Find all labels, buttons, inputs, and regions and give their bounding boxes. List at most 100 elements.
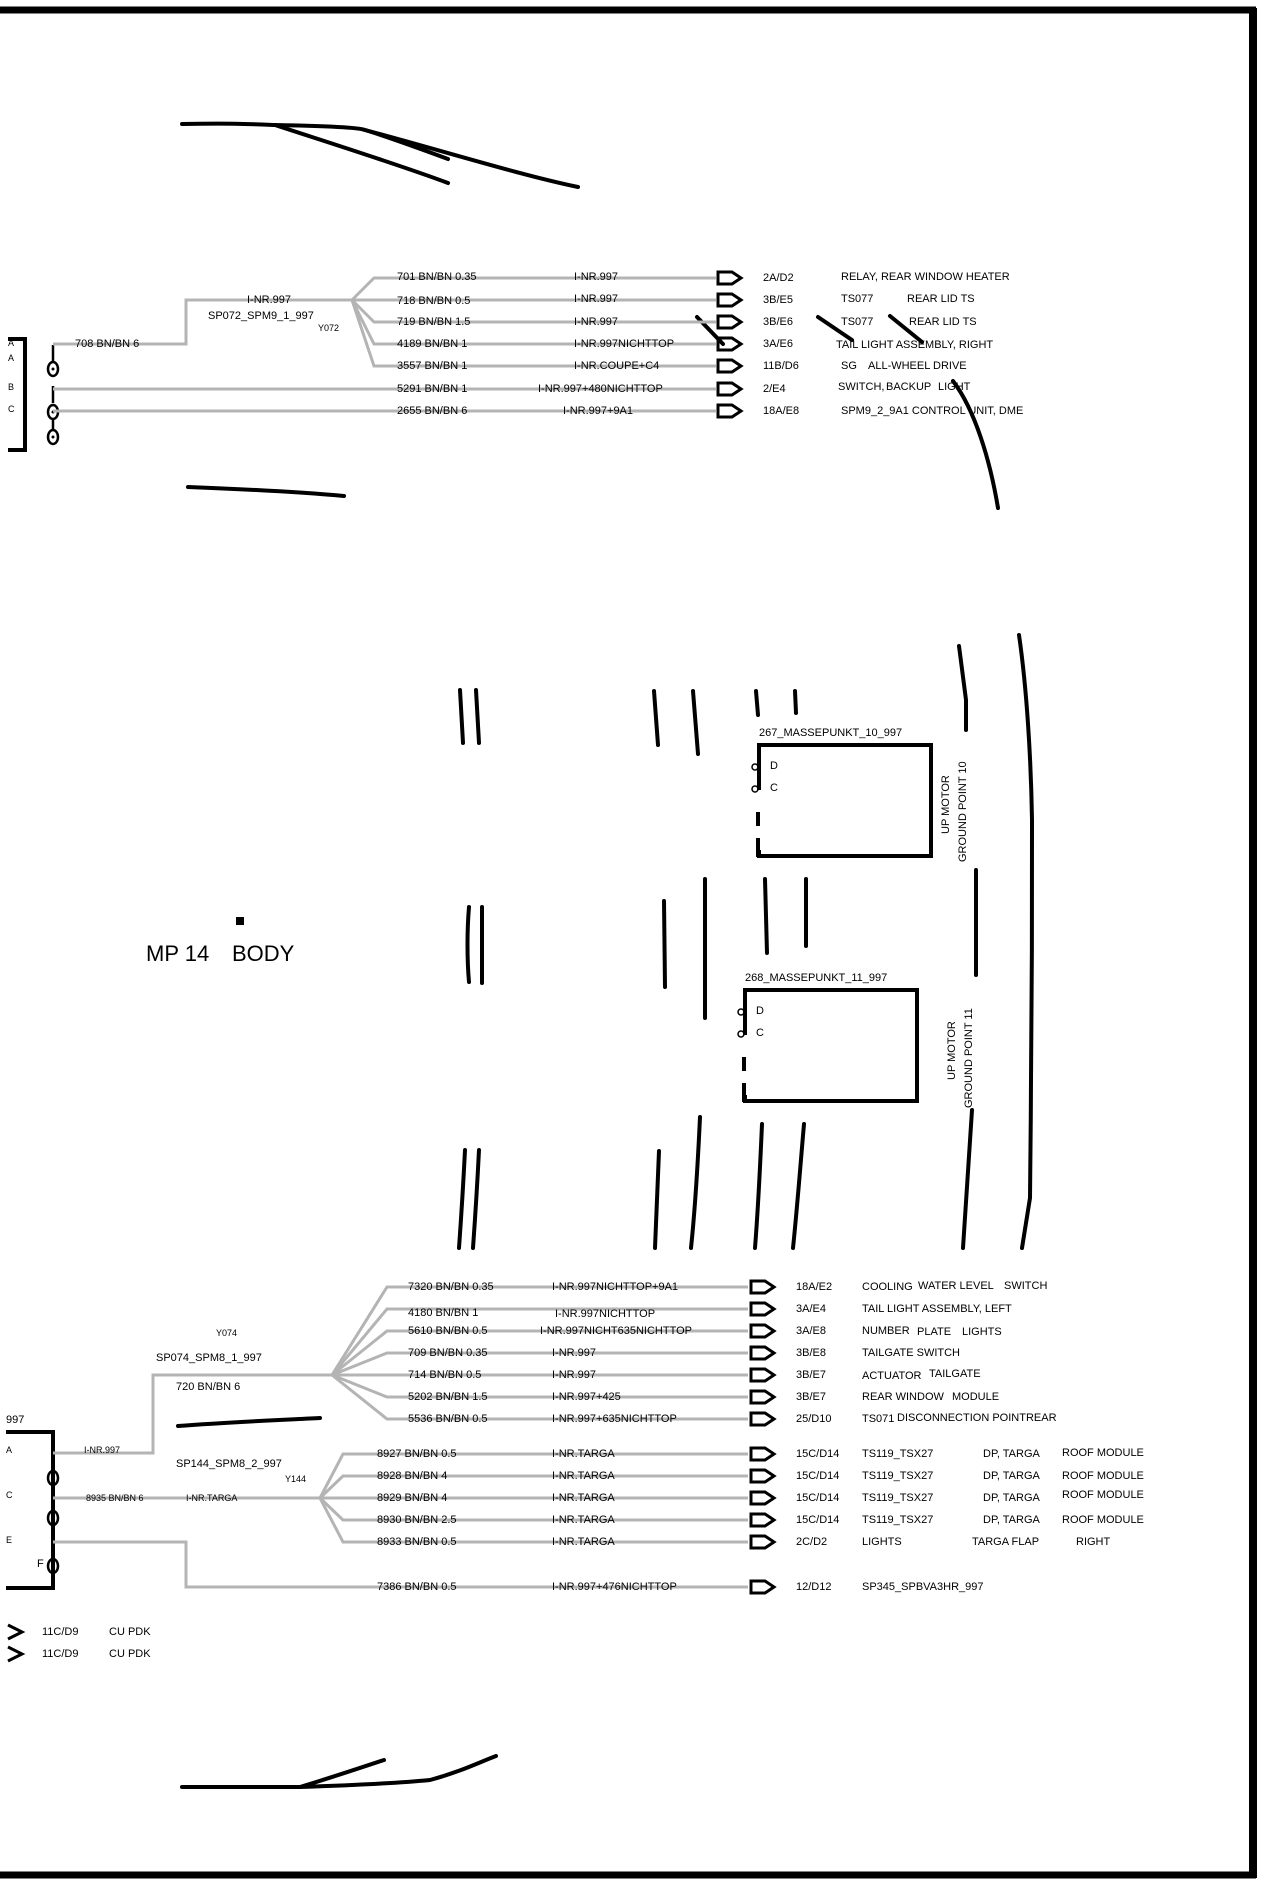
- wire-label: 7320 BN/BN 0.35: [408, 1281, 494, 1293]
- wire-condition: I-NR.997+425: [552, 1391, 621, 1403]
- edge-ref-desc: CU PDK: [109, 1626, 151, 1638]
- wire-desc: TAIL LIGHT ASSEMBLY, RIGHT: [836, 339, 993, 351]
- wire-condition: I-NR.997NICHTTOP: [574, 338, 674, 350]
- wire-desc: DP, TARGA: [983, 1470, 1041, 1482]
- wire-label: 8929 BN/BN 4: [377, 1492, 447, 1504]
- wire-ref: 2/E4: [763, 383, 786, 395]
- splice-a-feed: 720 BN/BN 6: [176, 1381, 240, 1393]
- wire-label: 5536 BN/BN 0.5: [408, 1413, 488, 1425]
- edge-ref-desc: CU PDK: [109, 1648, 151, 1660]
- wire-label: 2655 BN/BN 6: [397, 405, 467, 417]
- top-connector-pin: B: [8, 382, 14, 392]
- wire-condition: I-NR.TARGA: [552, 1492, 615, 1504]
- wire-desc: DP, TARGA: [983, 1492, 1041, 1504]
- bottom-group: 997 A C E F I-NR.997 Y074 SP074_SPM8_1_9…: [6, 1279, 1144, 1595]
- wire-condition: I-NR.TARGA: [552, 1536, 615, 1548]
- wire-condition: I-NR.997: [574, 271, 618, 283]
- wire-desc: SWITCH: [1004, 1280, 1047, 1292]
- ground-point-10-pin-c: C: [770, 782, 778, 794]
- wire-ref: 18A/E2: [796, 1281, 832, 1293]
- top-connector-pin: A: [8, 338, 14, 348]
- wire-ref: 3B/E7: [796, 1391, 826, 1403]
- splice-a-id: Y074: [216, 1328, 237, 1338]
- page-label-body: BODY: [232, 941, 295, 966]
- wire-condition: I-NR.997+635NICHTTOP: [552, 1413, 677, 1425]
- wire-label: 709 BN/BN 0.35: [408, 1347, 488, 1359]
- wire-label: 5291 BN/BN 1: [397, 383, 467, 395]
- wire-desc: TAILGATE SWITCH: [862, 1347, 960, 1359]
- wire-ref: 3A/E4: [796, 1303, 826, 1315]
- wire-ref: 3B/E8: [796, 1347, 826, 1359]
- wire-ref: 18A/E8: [763, 405, 799, 417]
- wire-desc: ROOF MODULE: [1062, 1489, 1144, 1501]
- wire-desc: MODULE: [952, 1391, 999, 1403]
- wire-condition: I-NR.997+476NICHTTOP: [552, 1581, 677, 1593]
- wire-desc: LIGHT: [938, 381, 971, 393]
- wire-label: 5202 BN/BN 1.5: [408, 1391, 488, 1403]
- wire-desc: SWITCH,: [838, 381, 884, 393]
- wire-desc: RELAY, REAR WINDOW HEATER: [841, 271, 1010, 283]
- splice-b-name: SP144_SPM8_2_997: [176, 1458, 282, 1470]
- ground-point-11-name: 268_MASSEPUNKT_11_997: [745, 972, 887, 984]
- wire-desc: REAR LID TS: [907, 293, 975, 305]
- wire-ref: 12/D12: [796, 1581, 831, 1593]
- wire-ref: 15C/D14: [796, 1514, 839, 1526]
- edge-refs: 11C/D9 CU PDK 11C/D9 CU PDK: [7, 1623, 151, 1663]
- bottom-connector-pin: F: [37, 1558, 44, 1570]
- bottom-connector-pin: C: [6, 1490, 13, 1500]
- wire-desc: ROOF MODULE: [1062, 1514, 1144, 1526]
- wire-desc: TS119_TSX27: [862, 1448, 933, 1460]
- wire-condition: I-NR.997+480NICHTTOP: [538, 383, 663, 395]
- splice-b-id: Y144: [285, 1474, 306, 1484]
- ground-point-10-label-b: GROUND POINT 10: [957, 761, 969, 862]
- wire-desc: ROOF MODULE: [1062, 1447, 1144, 1459]
- wire-condition: I-NR.997NICHTTOP+9A1: [552, 1281, 678, 1293]
- top-splice-id: Y072: [318, 323, 339, 333]
- wire-ref: 2A/D2: [763, 272, 794, 284]
- wire-condition: I-NR.997: [574, 316, 618, 328]
- wire-desc: DP, TARGA: [983, 1448, 1041, 1460]
- wire-label: 718 BN/BN 0.5: [397, 295, 470, 307]
- wire-label: 8933 BN/BN 0.5: [377, 1536, 457, 1548]
- wire-label: 4180 BN/BN 1: [408, 1307, 478, 1319]
- wire-ref: 25/D10: [796, 1413, 831, 1425]
- wire-condition: I-NR.997NICHTTOP: [555, 1308, 655, 1320]
- ground-point-10-label-a: UP MOTOR: [940, 775, 952, 834]
- wire-desc: WATER LEVEL: [918, 1280, 994, 1292]
- top-splice-name: SP072_SPM9_1_997: [208, 310, 314, 322]
- wire-ref: 15C/D14: [796, 1492, 839, 1504]
- wire-desc: DISCONNECTION POINTREAR: [897, 1412, 1057, 1424]
- artwork-strokes: [176, 121, 1035, 1789]
- wire-condition: I-NR.997: [574, 293, 618, 305]
- wire-desc: TS077: [841, 293, 873, 305]
- ground-point-11: 268_MASSEPUNKT_11_997 D C UP MOTOR GROUN…: [737, 972, 975, 1108]
- wire-label: 714 BN/BN 0.5: [408, 1369, 481, 1381]
- wire-desc: SPM9_2_9A1 CONTROL UNIT, DME: [841, 405, 1023, 417]
- wire-condition: I-NR.TARGA: [552, 1448, 615, 1460]
- wire-label: 8928 BN/BN 4: [377, 1470, 447, 1482]
- wire-ref: 2C/D2: [796, 1536, 827, 1548]
- edge-ref: 11C/D9: [42, 1648, 78, 1660]
- wire-condition: I-NR.997+9A1: [563, 405, 633, 417]
- wire-condition: I-NR.997NICHT635NICHTTOP: [540, 1325, 692, 1337]
- wire-condition: I-NR.TARGA: [552, 1514, 615, 1526]
- top-connector-pin: C: [8, 404, 15, 414]
- wire-condition: I-NR.997: [552, 1369, 596, 1381]
- wire-condition: I-NR.TARGA: [552, 1470, 615, 1482]
- wire-label: 3557 BN/BN 1: [397, 360, 467, 372]
- top-feed-wire: 708 BN/BN 6: [75, 338, 139, 350]
- wire-ref: 3A/E8: [796, 1325, 826, 1337]
- wire-label: 8927 BN/BN 0.5: [377, 1448, 457, 1460]
- wire-ref: 3B/E7: [796, 1369, 826, 1381]
- wire-ref: 11B/D6: [763, 360, 799, 372]
- ground-point-11-label-b: GROUND POINT 11: [963, 1008, 975, 1108]
- wire-desc: RIGHT: [1076, 1536, 1111, 1548]
- wire-ref: 15C/D14: [796, 1470, 839, 1482]
- wire-label: 4189 BN/BN 1: [397, 338, 467, 350]
- splice-b-inr: I-NR.TARGA: [186, 1493, 237, 1503]
- wire-desc: TARGA FLAP: [972, 1536, 1039, 1548]
- ground-point-10-pin-d: D: [770, 760, 778, 772]
- wire-desc: NUMBER: [862, 1325, 910, 1337]
- page-marker: [236, 917, 244, 925]
